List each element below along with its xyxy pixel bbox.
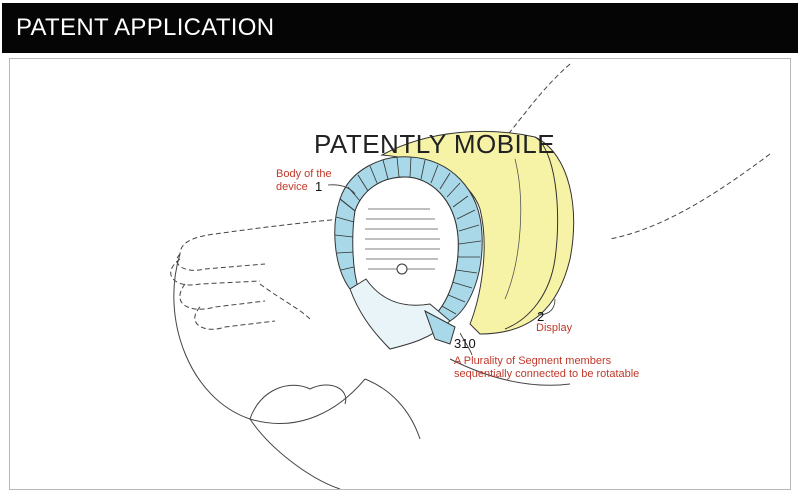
display-band-edge: [504, 136, 559, 330]
display-curve-line: [504, 158, 522, 300]
watermark-text: PATENTLY MOBILE: [314, 129, 556, 159]
patent-figure-frame: PATENTLY MOBILE Body of the device 1 2 D…: [9, 58, 791, 490]
display-label: Display: [536, 322, 573, 334]
header-title: PATENT APPLICATION: [16, 14, 275, 41]
hand-outline: [173, 253, 571, 489]
body-label-line2: device: [276, 181, 308, 193]
segment-end-piece: [424, 309, 456, 345]
body-label-line1: Body of the: [276, 168, 332, 180]
inner-hatch: [365, 208, 440, 270]
leader-lines: [327, 184, 556, 356]
segments-label-line2: sequentially connected to be rotatable: [454, 368, 640, 380]
header-bar: PATENT APPLICATION: [2, 3, 798, 53]
ref-number-310: 310: [454, 336, 476, 351]
sensor-icon: [396, 263, 408, 275]
ref-number-2: 2: [537, 309, 545, 324]
segment-dividers: [334, 156, 482, 315]
patent-drawing: [170, 63, 771, 489]
ref-number-1: 1: [315, 179, 323, 194]
display-band-outer: [380, 130, 575, 335]
segments-label-line1: A Plurality of Segment members: [454, 355, 612, 367]
device-body-lower: [349, 278, 451, 350]
